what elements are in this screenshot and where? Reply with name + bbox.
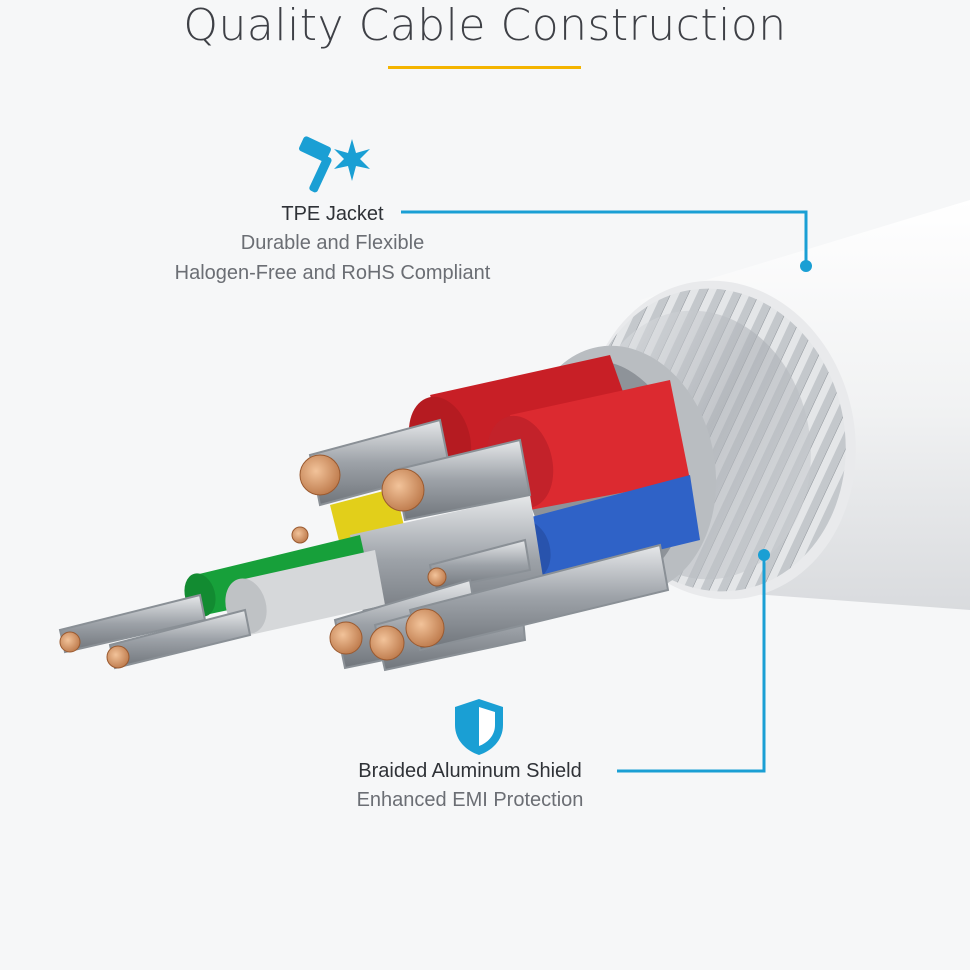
shield-callout-line-1: Enhanced EMI Protection: [356, 789, 584, 811]
jacket-leader-line: [401, 210, 808, 264]
shield-leader-line: [617, 557, 766, 773]
title-underline: [388, 66, 581, 69]
shield-callout-title: Braided Aluminum Shield: [358, 760, 582, 782]
conductor-strands: [58, 418, 670, 672]
page-title: Quality Cable Construction: [183, 0, 787, 51]
jacket-callout-line-2: Halogen-Free and RoHS Compliant: [174, 262, 491, 284]
shield-leader-dot: [758, 549, 770, 561]
hammer-star-icon: [299, 136, 370, 193]
jacket-leader-dot: [800, 260, 812, 272]
jacket-callout-line-1: Durable and Flexible: [240, 232, 425, 254]
jacket-callout: TPE Jacket Durable and Flexible Halogen-…: [120, 200, 545, 288]
callout-leaders: [401, 210, 808, 773]
copper-conductor-ends: [59, 454, 447, 669]
shield-icon: [455, 699, 503, 755]
jacket-callout-title: TPE Jacket: [281, 203, 384, 225]
shield-callout: Braided Aluminum Shield Enhanced EMI Pro…: [330, 757, 610, 815]
